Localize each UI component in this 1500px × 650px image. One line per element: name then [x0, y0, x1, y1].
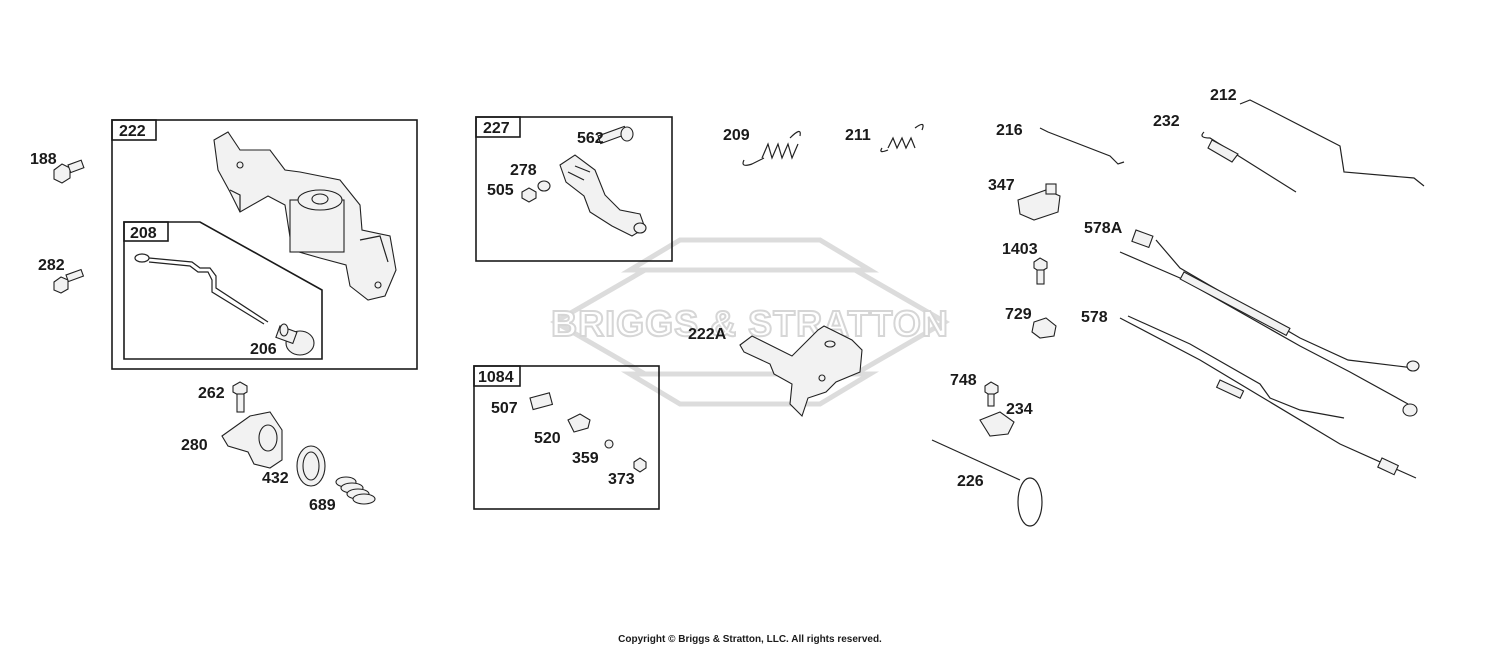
bracket-222A-drawing: [739, 325, 863, 418]
callout-748: 748: [950, 372, 977, 389]
callout-216: 216: [996, 122, 1023, 139]
callout-188: 188: [30, 151, 57, 168]
callout-578A: 578A: [1084, 220, 1123, 237]
switch-347-drawing: [1017, 183, 1061, 221]
control-bracket-222-drawing: [213, 131, 397, 301]
callout-282: 282: [38, 257, 65, 274]
callout-222A: 222A: [688, 326, 727, 343]
bolt-282-drawing: [53, 268, 85, 294]
callout-505: 505: [487, 182, 514, 199]
bracket-280-drawing: [221, 411, 283, 469]
throttle-lever-227-drawing: [521, 125, 647, 237]
bolt-262-drawing: [232, 381, 248, 413]
harness-578A-drawing: [1119, 229, 1420, 417]
callout-280: 280: [181, 437, 208, 454]
harness-578-drawing: [1119, 315, 1417, 479]
callout-226: 226: [957, 473, 984, 490]
callout-278: 278: [510, 162, 537, 179]
spring-689-drawing: [335, 476, 376, 505]
knob-206-drawing: [275, 323, 315, 356]
bolt-748-drawing: [984, 381, 999, 407]
group-label-1084: 1084: [478, 369, 514, 386]
spring-232-drawing: [1201, 131, 1297, 193]
bolt-188-drawing: [53, 159, 85, 184]
callout-507: 507: [491, 400, 518, 417]
callout-432: 432: [262, 470, 289, 487]
group-box-227: 227: [475, 116, 673, 262]
callout-211: 211: [845, 127, 871, 144]
clamp-234-drawing: [979, 411, 1015, 437]
callout-262: 262: [198, 385, 225, 402]
spring-209-drawing: [742, 130, 801, 166]
watermark-logo: BRIGGS & STRATTON: [550, 237, 950, 407]
rod-212-drawing: [1239, 99, 1425, 187]
group-label-208: 208: [130, 225, 157, 242]
group-box-1084: 1084: [473, 365, 660, 510]
link-rod-208-drawing: [134, 253, 269, 325]
callout-373: 373: [608, 471, 635, 488]
rod-226-drawing: [931, 439, 1043, 527]
callout-1403: 1403: [1002, 241, 1038, 258]
callout-347: 347: [988, 177, 1015, 194]
callout-232: 232: [1153, 113, 1180, 130]
clip-729-drawing: [1031, 317, 1057, 339]
rod-216-drawing: [1039, 127, 1125, 165]
callout-209: 209: [723, 127, 750, 144]
callout-578: 578: [1081, 309, 1108, 326]
spring-211-drawing: [880, 123, 924, 153]
watermark-text: BRIGGS & STRATTON: [551, 303, 949, 344]
callout-562: 562: [577, 130, 604, 147]
switch-kit-1084-drawing: [529, 392, 647, 473]
callout-689: 689: [309, 497, 336, 514]
callout-206: 206: [250, 341, 277, 358]
bushing-432-drawing: [296, 445, 326, 487]
group-box-222: 222: [111, 119, 418, 370]
callout-212: 212: [1210, 87, 1237, 104]
callout-729: 729: [1005, 306, 1032, 323]
bolt-1403-drawing: [1033, 257, 1048, 285]
callout-359: 359: [572, 450, 599, 467]
group-label-222: 222: [119, 123, 146, 140]
copyright-notice: Copyright © Briggs & Stratton, LLC. All …: [618, 634, 882, 645]
callout-520: 520: [534, 430, 561, 447]
group-label-227: 227: [483, 120, 510, 137]
callout-234: 234: [1006, 401, 1033, 418]
group-box-208: 208: [123, 221, 323, 360]
